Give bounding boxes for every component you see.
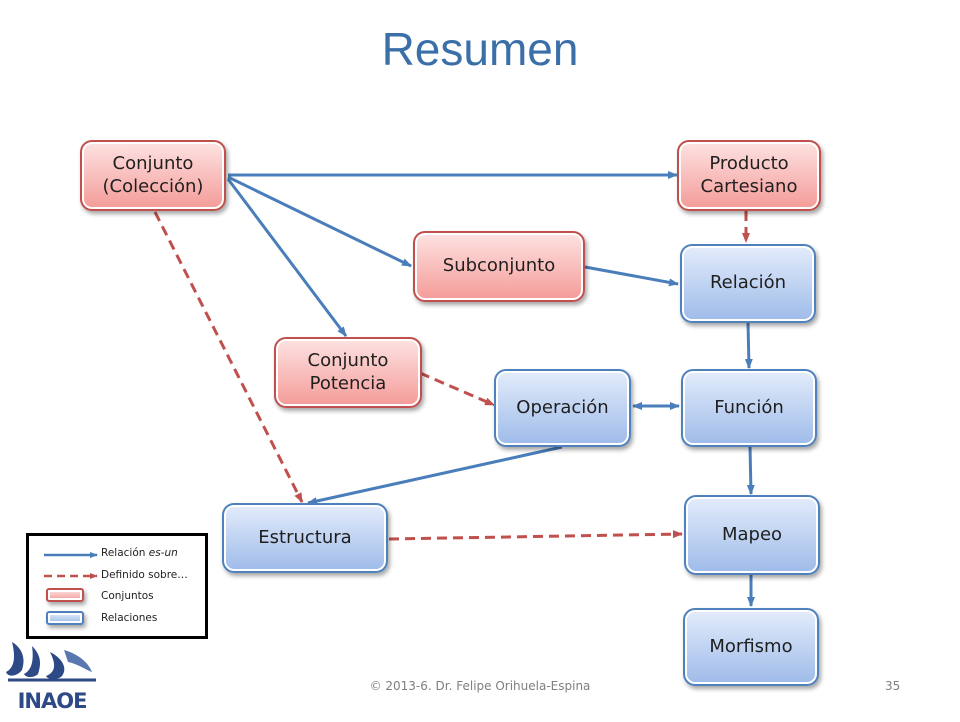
slide-number: 35 — [885, 679, 901, 693]
node-estructura-label: Estructura — [258, 526, 352, 548]
node-conjunto: Conjunto(Colección) — [80, 140, 226, 211]
slide-title: Resumen — [381, 23, 579, 75]
node-morfismo: Morfismo — [683, 608, 819, 686]
node-potencia-line1: Conjunto — [307, 350, 389, 371]
node-conjunto-line1: Conjunto — [112, 153, 194, 174]
footer-copyright: © 2013-6. Dr. Felipe Orihuela-Espina — [369, 679, 591, 693]
node-funcion-label: Función — [714, 396, 784, 418]
link-relacion-funcion — [744, 321, 753, 369]
node-morfismo-label: Morfismo — [709, 635, 793, 657]
logo-wordmark: INAOE — [18, 689, 87, 713]
legend-conjuntos-swatch — [46, 588, 84, 602]
link-conjunto-estructura — [153, 211, 304, 503]
node-estructura: Estructura — [222, 503, 388, 573]
node-subconjunto-label: Subconjunto — [442, 255, 556, 277]
legend-arrows — [44, 552, 98, 579]
legend: Relación es-un Definido sobre… Conjuntos… — [26, 533, 208, 639]
node-potencia-line2: Potencia — [309, 372, 387, 394]
node-relacion-label: Relación — [709, 272, 787, 294]
link-conjunto-subconjunto — [227, 175, 412, 268]
link-funcion-mapeo — [746, 445, 755, 495]
node-mapeo-label: Mapeo — [721, 523, 783, 545]
legend-relaciones-label: Relaciones — [101, 612, 158, 624]
link-estructura-mapeo — [388, 530, 683, 541]
node-operacion: Operación — [494, 369, 631, 447]
node-operacion-label: Operación — [516, 396, 609, 418]
node-funcion: Función — [681, 369, 817, 447]
legend-es-un-label: Relación es-un — [101, 547, 178, 559]
link-conjunto-potencia — [226, 178, 348, 337]
link-operacion-estructura — [307, 445, 563, 505]
link-subconjunto-relacion — [584, 265, 679, 287]
legend-conjuntos-label: Conjuntos — [101, 590, 154, 602]
legend-definido-label: Definido sobre… — [101, 569, 188, 581]
node-relacion: Relación — [680, 244, 816, 323]
legend-relaciones-swatch — [46, 611, 84, 625]
link-potencia-operacion — [419, 371, 495, 407]
node-subconjunto: Subconjunto — [413, 231, 585, 302]
node-conjunto-line2: (Colección) — [102, 175, 204, 197]
node-producto-line1: Producto — [709, 153, 789, 174]
node-mapeo: Mapeo — [684, 495, 820, 575]
node-producto-line2: Cartesiano — [700, 175, 798, 197]
inaoe-logo: INAOE — [2, 636, 102, 722]
